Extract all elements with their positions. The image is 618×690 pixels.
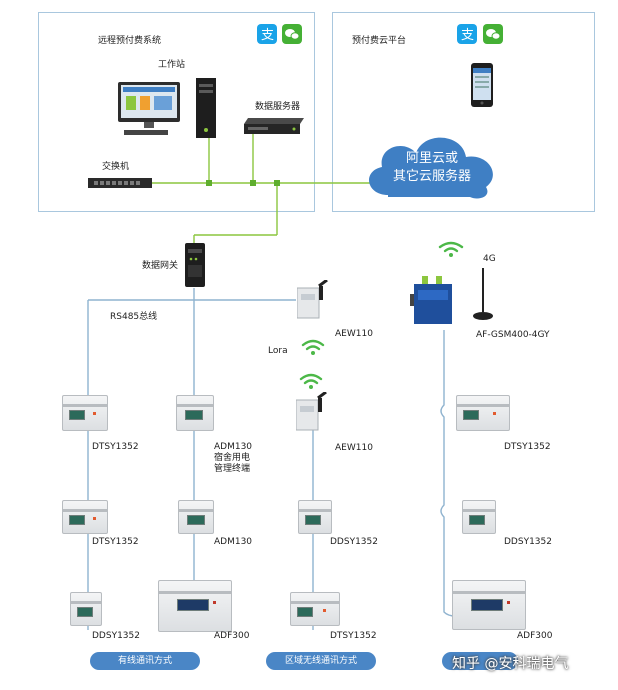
cloud-icon: [369, 137, 493, 199]
cloud-platform-title: 预付费云平台: [352, 36, 407, 46]
meter-dtsy1352-col4-row1: [456, 395, 510, 431]
column4-wireless-link: [440, 330, 456, 617]
meter-dtsy1352-col1-row1: [62, 395, 108, 431]
mobile-phone-icon: [471, 63, 493, 107]
cellular-communication-pill: [442, 652, 518, 670]
rs485-bus-label: RS485总线: [110, 312, 158, 322]
meter-adm130-col2-row1: [176, 395, 214, 431]
meter-label-col3-row2: DDSY1352: [330, 537, 378, 547]
meter-ddsy1352-col4-row2: [462, 500, 496, 534]
network-node: [274, 180, 280, 186]
data-gateway-label: 数据网关: [142, 261, 179, 271]
data-server-icon: [244, 118, 304, 134]
meter-label-col2-row1: ADM130 宿舍用电 管理终端: [214, 442, 252, 475]
lora-label: Lora: [268, 346, 288, 356]
meter-label-col2-row2: ADM130: [214, 537, 253, 547]
aew110-module-bottom: [296, 392, 327, 431]
antenna-icon: [473, 268, 493, 320]
zhihu-watermark: 知乎 @安科瑞电气: [452, 656, 569, 672]
cloud-server-label: 阿里云或 其它云服务器: [372, 150, 492, 186]
alipay-icon: 支: [257, 24, 277, 44]
meter-label-col2-row1-line3: 管理终端: [214, 464, 251, 474]
meter-dtsy1352-col1-row2: [62, 500, 108, 534]
wechat-icon: [282, 24, 302, 44]
meter-adf300-col4-row3: [452, 580, 526, 630]
cloud-server-label-line1: 阿里云或: [405, 151, 458, 166]
meter-label-col1-row1: DTSY1352: [92, 442, 139, 452]
aew110-bottom-label: AEW110: [335, 443, 373, 453]
aew110-module-top: [297, 280, 328, 319]
cloud-server-label-line2: 其它云服务器: [392, 169, 471, 184]
gsm-modem-icon: [410, 276, 452, 324]
meter-label-col4-row2: DDSY1352: [504, 537, 552, 547]
wifi-icon: [301, 339, 325, 355]
meter-ddsy1352-col3-row2: [298, 500, 332, 534]
meter-adf300-col2-row3: [158, 580, 232, 632]
workstation-computer-icon: [118, 78, 216, 138]
svg-text:支: 支: [261, 28, 274, 43]
wired-communication-pill: 有线通讯方式: [90, 652, 200, 670]
4g-label: 4G: [483, 254, 496, 264]
wechat-icon: [483, 24, 503, 44]
meter-label-col4-row3: ADF300: [517, 631, 553, 641]
wireless-communication-pill: 区域无线通讯方式: [266, 652, 376, 670]
wifi-icon: [438, 241, 464, 257]
network-switch-icon: [88, 178, 152, 188]
meter-label-col2-row1-line1: ADM130: [214, 442, 253, 452]
meter-label-col2-row1-line2: 宿舍用电: [214, 453, 251, 463]
meter-label-col1-row3: DDSY1352: [92, 631, 140, 641]
workstation-label: 工作站: [158, 60, 186, 70]
alipay-icon: 支: [457, 24, 477, 44]
network-node: [250, 180, 256, 186]
aew110-top-label: AEW110: [335, 329, 373, 339]
meter-ddsy1352-col1-row3: [70, 592, 102, 626]
svg-text:支: 支: [461, 28, 474, 43]
switch-label: 交换机: [102, 162, 130, 172]
data-server-label: 数据服务器: [255, 102, 301, 112]
meter-label-col2-row3: ADF300: [214, 631, 250, 641]
network-node: [206, 180, 212, 186]
meter-dtsy1352-col3-row3: [290, 592, 340, 626]
meter-label-col4-row1: DTSY1352: [504, 442, 551, 452]
data-gateway-icon: [185, 243, 205, 287]
meter-label-col3-row3: DTSY1352: [330, 631, 377, 641]
meter-label-col1-row2: DTSY1352: [92, 537, 139, 547]
af-gsm-label: AF-GSM400-4GY: [476, 330, 550, 340]
remote-system-title: 远程预付费系统: [98, 36, 162, 46]
wifi-icon: [299, 373, 323, 389]
meter-adm130-col2-row2: [178, 500, 214, 534]
